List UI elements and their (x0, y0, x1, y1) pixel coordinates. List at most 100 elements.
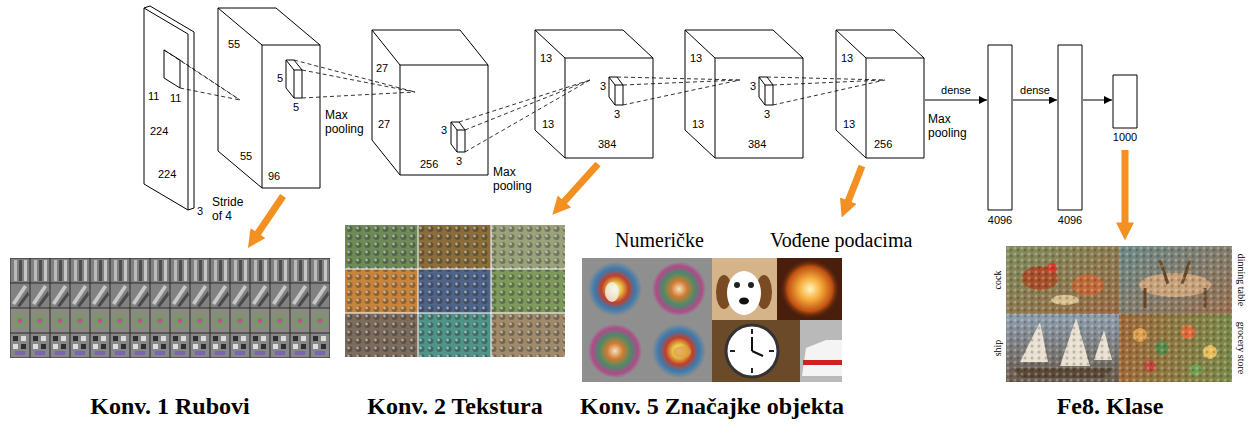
edge-filters-image (10, 283, 330, 308)
dimension-label: 96 (268, 170, 280, 183)
layer-edge (144, 8, 188, 210)
layer-outline (1058, 45, 1082, 210)
object-features-image (582, 258, 842, 382)
dense-layer: 4096 (1058, 45, 1082, 210)
edge-filters-image (10, 258, 330, 283)
object-features-image (673, 346, 691, 358)
object-features-image (652, 324, 706, 378)
layer-outline (1113, 75, 1137, 128)
kernel-projection (767, 77, 885, 105)
object-features-image (652, 262, 706, 316)
dimension-label: 3 (764, 108, 770, 121)
kernel-outline (451, 122, 465, 152)
conv-layer-volume: 133313384 (535, 30, 653, 158)
class-name: dinning table (1235, 254, 1247, 307)
class-name: grocery store (1235, 322, 1247, 374)
dimension-label: 5 (293, 101, 299, 114)
kernel-edge (457, 130, 458, 152)
layer-outline (1113, 75, 1137, 128)
dimension-label: 13 (542, 118, 554, 131)
object-features-image (777, 258, 842, 320)
conv-layer-volume: 55555596 (218, 8, 320, 188)
object-features-image (712, 258, 777, 320)
dense-layer: 4096 (988, 45, 1012, 210)
figure-caption: Konv. 1 Rubovi (90, 392, 249, 421)
dimension-label: 5 (277, 72, 283, 85)
edge-filters-image (10, 333, 330, 358)
object-features-image (730, 329, 774, 373)
connector-label: dense (939, 84, 973, 97)
layer-edge (262, 45, 263, 188)
layer-outline (218, 8, 320, 188)
figure-caption: Konv. 2 Tekstura (367, 392, 542, 421)
layer-outline (372, 30, 488, 175)
kernel-projection (294, 60, 415, 98)
layer-outline (685, 30, 803, 158)
layer-outline (988, 45, 1012, 210)
connector-label: dense (1018, 84, 1052, 97)
dimension-label: 4096 (1058, 214, 1082, 227)
dimension-label: 3 (441, 124, 447, 137)
layer-edge (715, 58, 716, 158)
layer-outline (218, 8, 320, 188)
kernel-edge (615, 85, 616, 105)
kernel-edge (765, 85, 773, 86)
object-features-image (802, 340, 842, 376)
dimension-label: 11 (148, 90, 159, 103)
dimension-label: 224 (150, 125, 168, 138)
layer-outline (535, 30, 653, 158)
dimension-label: 3 (600, 80, 606, 93)
layer-edge (866, 58, 924, 59)
texture-image (345, 225, 565, 357)
dimension-label: 3 (456, 155, 462, 168)
pointer-arrow (847, 166, 862, 204)
kernel-outline (164, 50, 180, 88)
layer-outline (535, 30, 653, 158)
dimension-label: 4096 (988, 214, 1012, 227)
dimension-label: 3 (750, 80, 756, 93)
object-features-image (752, 337, 763, 356)
pooling-note: Max pooling (493, 165, 539, 193)
kernel-edge (759, 77, 765, 85)
class-images (1006, 246, 1232, 382)
dense-connector (1083, 100, 1112, 101)
layer-outline (144, 6, 194, 210)
dimension-label: 27 (378, 118, 390, 131)
dimension-label: 256 (874, 138, 892, 151)
dense-connector (925, 100, 987, 101)
texture-image (345, 225, 565, 357)
object-features-image (726, 325, 778, 377)
pooling-note: Max pooling (928, 112, 974, 140)
pointer-arrow (256, 150, 1125, 236)
object-features-image (739, 298, 749, 305)
layer-outline (372, 30, 488, 175)
layer-outline (685, 30, 803, 158)
layer-edge (400, 65, 401, 175)
kernel-outline (286, 60, 302, 98)
object-features-image (588, 324, 642, 378)
object-features-image (734, 282, 740, 288)
conv-layer-volume: 1313256 (836, 30, 924, 158)
layer-edge (866, 58, 867, 158)
panel-heading: Numeričke (615, 228, 704, 252)
dimension-label: 3 (614, 108, 620, 121)
dimension-label: 256 (420, 158, 438, 171)
texture-image (345, 225, 565, 357)
object-features-image (588, 262, 642, 316)
edge-filters-image (10, 308, 330, 333)
dimension-label: 384 (748, 138, 766, 151)
layer-outline (1058, 45, 1082, 210)
kernel-projection (459, 80, 590, 152)
dense-connector (1013, 100, 1057, 101)
conv-layer-volume: 273327256 (372, 30, 488, 175)
conv-layer-volume: 133313384 (685, 30, 803, 158)
figure-caption: Konv. 5 Značajke objekta (580, 392, 844, 421)
dimension-label: 13 (690, 52, 702, 65)
dimension-label: 11 (170, 92, 181, 105)
dimension-label: 1000 (1113, 131, 1137, 144)
layer-edge (262, 45, 320, 46)
kernel-outline (759, 77, 773, 105)
